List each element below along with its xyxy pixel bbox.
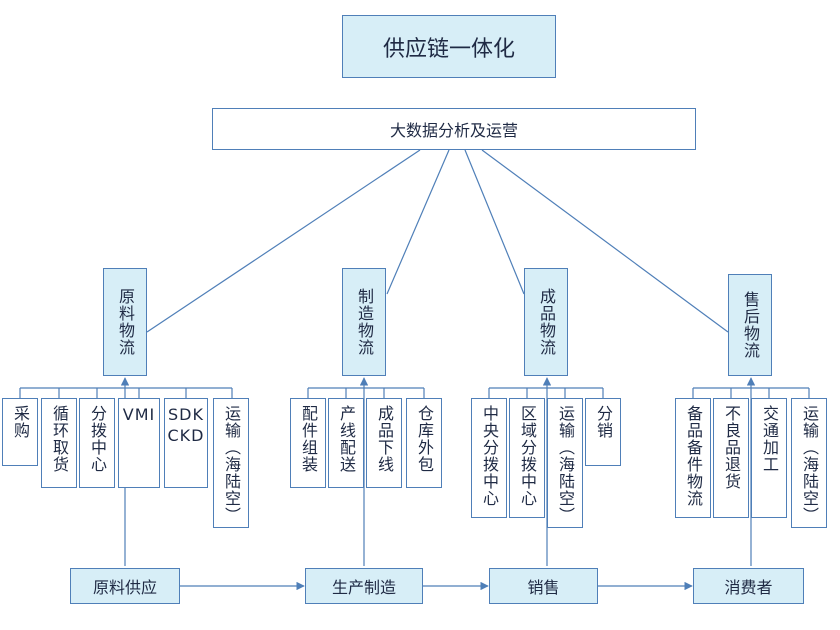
flow-raw-supply: 原料供应 bbox=[70, 568, 180, 604]
leaf-traffic-processing: 交通加工 bbox=[751, 398, 787, 518]
branch-finished-goods-logistics: 成品物流 bbox=[524, 268, 568, 376]
flow-consumer: 消费者 bbox=[693, 568, 804, 604]
branch-manufacturing-logistics: 制造物流 bbox=[342, 268, 386, 376]
link-analytics-manufacturing bbox=[386, 149, 450, 295]
leaf-vmi: VMI bbox=[118, 398, 160, 488]
leaf-warehouse-outsourcing: 仓库外包 bbox=[406, 398, 442, 488]
leaf-distribution-sales: 分销 bbox=[585, 398, 621, 466]
leaf-regional-distribution: 区域分拨中心 bbox=[509, 398, 545, 518]
branch-label: 原料物流 bbox=[116, 288, 135, 356]
leaf-central-distribution: 中央分拨中心 bbox=[471, 398, 507, 518]
leaf-line-delivery: 产线配送 bbox=[328, 398, 364, 488]
branch-label: 成品物流 bbox=[537, 288, 556, 356]
branch-aftersales-logistics: 售后物流 bbox=[728, 274, 772, 376]
leaf-transport: 运输（海陆空） bbox=[213, 398, 249, 528]
leaf-transport: 运输（海陆空） bbox=[547, 398, 583, 528]
leaf-procurement: 采购 bbox=[2, 398, 38, 466]
link-analytics-raw bbox=[146, 149, 421, 333]
leaf-distribution-center: 分拨中心 bbox=[79, 398, 115, 488]
analytics-box: 大数据分析及运营 bbox=[212, 108, 696, 150]
diagram-title: 供应链一体化 bbox=[342, 15, 556, 78]
flow-manufacturing: 生产制造 bbox=[305, 568, 423, 604]
leaf-parts-assembly: 配件组装 bbox=[290, 398, 326, 488]
leaf-defective-returns: 不良品退货 bbox=[713, 398, 749, 518]
leaf-transport: 运输（海陆空） bbox=[791, 398, 827, 528]
branch-raw-materials-logistics: 原料物流 bbox=[103, 268, 147, 376]
leaf-sdk-ckd: SDK CKD bbox=[164, 398, 208, 488]
leaf-spare-parts-logistics: 备品备件物流 bbox=[675, 398, 711, 518]
link-analytics-finished bbox=[464, 149, 525, 295]
link-analytics-aftersales bbox=[481, 149, 729, 333]
leaf-milk-run: 循环取货 bbox=[41, 398, 77, 488]
flow-sales: 销售 bbox=[489, 568, 598, 604]
branch-label: 售后物流 bbox=[741, 291, 760, 359]
leaf-finished-offline: 成品下线 bbox=[366, 398, 402, 488]
branch-label: 制造物流 bbox=[355, 288, 374, 356]
